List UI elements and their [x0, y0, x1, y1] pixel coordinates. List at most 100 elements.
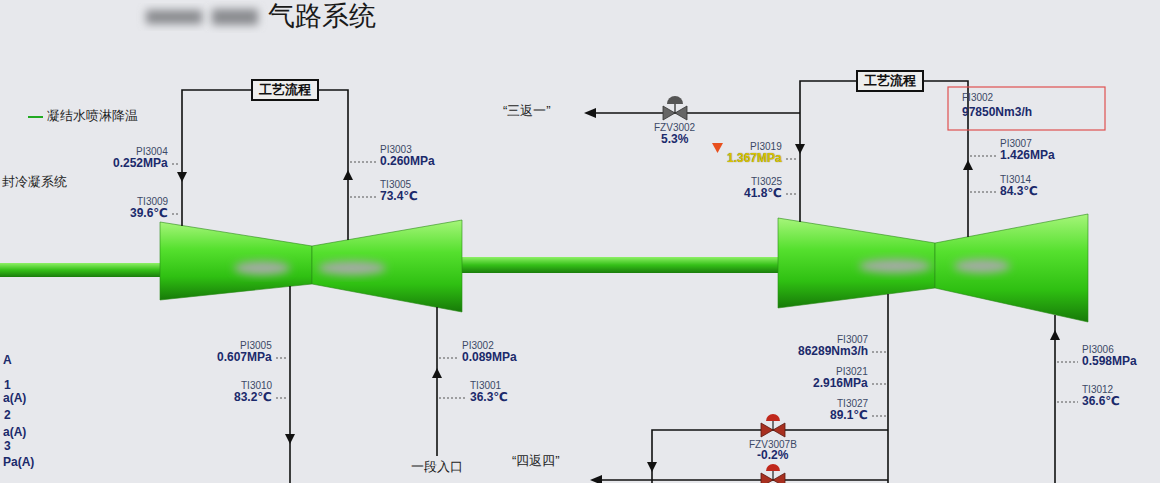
process-pipe	[800, 81, 968, 237]
leader-line	[172, 164, 180, 165]
flow-arrow	[584, 108, 596, 118]
instrument-tag: TI3012	[1082, 384, 1113, 396]
instrument-tag: TI3005	[380, 179, 411, 191]
flow-arrow	[285, 434, 295, 444]
measured-value: 36.3℃	[470, 391, 508, 405]
leader-line	[872, 384, 886, 385]
measured-value: 0.607MPa	[217, 351, 272, 365]
valve-stem	[674, 104, 675, 113]
compressor-stage	[935, 214, 1088, 322]
leader-line	[276, 398, 288, 399]
measured-value: A	[3, 354, 12, 368]
shaft	[460, 257, 780, 273]
leader-line	[439, 398, 466, 399]
green-pipe	[28, 116, 43, 118]
blurred-text	[318, 261, 386, 275]
instrument-tag: TI3025	[751, 176, 782, 188]
instrument-tag: TI3001	[470, 380, 501, 392]
blurred-text	[954, 259, 1010, 273]
process-pipe	[182, 90, 348, 240]
valve-body	[675, 106, 687, 120]
blurred-text	[146, 10, 202, 24]
screen-title: 气路系统	[268, 0, 376, 32]
valve-actuator	[766, 414, 780, 421]
process-box: 工艺流程	[251, 79, 319, 101]
leader-line	[872, 416, 886, 417]
control-valve	[761, 464, 785, 483]
flow-arrow	[590, 475, 602, 483]
instrument-tag: TI3027	[837, 398, 868, 410]
plain-label: “四返四”	[512, 454, 560, 469]
leader-line	[970, 156, 996, 157]
measured-value: 3	[4, 440, 11, 454]
instrument-tag: TI3014	[1000, 174, 1031, 186]
measured-value: 83.2℃	[234, 391, 272, 405]
instrument-tag: PI3003	[380, 144, 412, 156]
measured-value: 2.916MPa	[813, 377, 868, 391]
shaft	[0, 263, 162, 277]
box-label: 工艺流程	[864, 73, 916, 89]
measured-value: 0.252MPa	[113, 157, 168, 171]
valve-body	[773, 473, 785, 483]
measured-value: 39.6℃	[130, 207, 168, 221]
measured-value: 2	[4, 409, 11, 423]
process-pipe	[1054, 315, 1056, 483]
measured-value: -0.2%	[757, 449, 788, 463]
measured-value: Pa(A)	[3, 456, 34, 470]
instrument-tag: TI3009	[137, 196, 168, 208]
measured-value: 0.260MPa	[380, 155, 435, 169]
valve-actuator	[667, 96, 683, 104]
recycle-pipe	[592, 112, 800, 114]
valve-body	[761, 473, 773, 483]
measured-value: 0.598MPa	[1082, 355, 1137, 369]
measured-value: 89.1℃	[830, 409, 868, 423]
leader-line	[276, 358, 288, 359]
valve-body	[761, 423, 773, 437]
leader-line	[1057, 402, 1078, 403]
compressor-stage	[312, 220, 462, 312]
instrument-tag: FI3007	[837, 334, 868, 346]
box-label: 工艺流程	[259, 82, 311, 98]
measured-value: 41.8℃	[744, 187, 782, 201]
instrument-tag: FI3002	[962, 92, 993, 104]
process-pipe	[436, 307, 438, 456]
flow-arrow	[1050, 330, 1060, 340]
instrument-tag: PI3002	[462, 340, 494, 352]
plain-label: 一段入口	[411, 460, 463, 475]
blurred-text	[234, 261, 290, 275]
valve-body	[773, 423, 785, 437]
leader-line	[872, 352, 886, 353]
blurred-text	[859, 259, 931, 273]
process-pipe	[289, 286, 291, 483]
leader-line	[350, 162, 376, 163]
measured-value: 1.426MPa	[1000, 149, 1055, 163]
highlight-box	[948, 87, 1105, 130]
measured-value: 1	[4, 379, 11, 393]
valve-stem	[772, 471, 773, 480]
compressor-stage	[778, 218, 935, 308]
alarm-value: 1.367MPa	[727, 152, 782, 166]
instrument-tag: PI3019	[750, 141, 782, 153]
measured-value: 84.3℃	[1000, 185, 1038, 199]
measured-value: 86289Nm3/h	[798, 345, 868, 359]
plain-label: “三返一”	[503, 104, 551, 119]
leader-line	[786, 194, 798, 195]
flow-arrow	[343, 170, 353, 180]
instrument-tag: FZV3002	[654, 122, 695, 134]
leader-line	[970, 192, 996, 193]
process-box: 工艺流程	[856, 70, 924, 92]
leader-line	[439, 358, 458, 359]
flow-arrow	[963, 160, 973, 170]
measured-value: 0.089MPa	[462, 351, 517, 365]
recycle-pipe	[652, 430, 888, 483]
measured-value: a(A)	[3, 392, 26, 406]
leader-line	[1057, 362, 1078, 363]
instrument-tag: PI3005	[240, 340, 272, 352]
flow-arrow	[795, 144, 805, 154]
flow-arrow	[177, 172, 187, 182]
instrument-tag: PI3004	[136, 146, 168, 158]
plain-label: 凝结水喷淋降温	[47, 109, 138, 124]
leader-line	[172, 214, 180, 215]
